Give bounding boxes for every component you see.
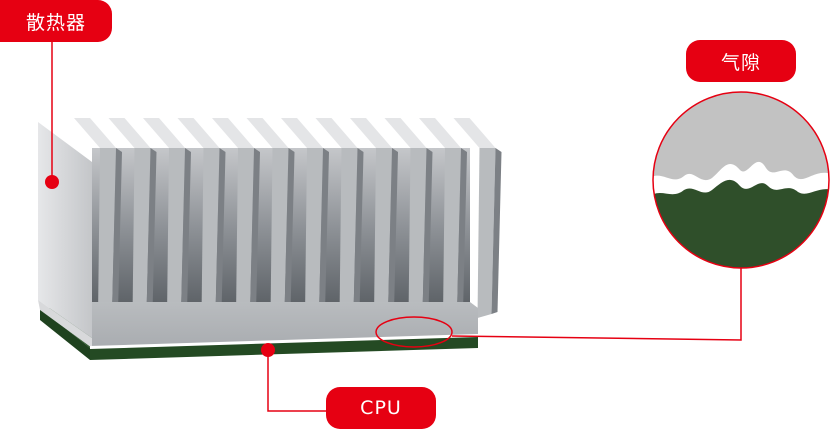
heatsink-label: 散热器 (0, 0, 112, 42)
heatsink-fin (246, 118, 295, 318)
heatsink-fin (384, 118, 433, 318)
heatsink-fin (74, 118, 122, 318)
air-gap-highlight-ellipse (375, 316, 453, 348)
air-gap-callout-line (451, 268, 742, 341)
heatsink-fin (143, 118, 191, 318)
callout-lines (51, 40, 742, 412)
heatsink-marker-dot (45, 175, 59, 189)
heatsink-fin (315, 118, 364, 318)
heatsink-end-face (38, 122, 92, 338)
heatsink-fin (453, 118, 502, 318)
heatsink-fin (281, 118, 329, 318)
heatsink-fin (350, 118, 398, 318)
heatsink-base (92, 302, 478, 348)
air-gap-magnifier (652, 91, 830, 269)
heatsink-fin (419, 118, 467, 318)
cpu-surface-zoom (653, 179, 829, 268)
cpu-label: CPU (326, 387, 436, 429)
cpu-callout-line (267, 350, 326, 412)
heatsink (38, 118, 502, 349)
thermal-interface-line (90, 334, 478, 349)
heatsink-fin (212, 118, 260, 318)
air-gap-label: 气隙 (686, 40, 796, 82)
heatsink-fin (177, 118, 226, 318)
heatsink-fins (74, 118, 502, 318)
cpu-marker-dot (261, 343, 275, 357)
heatsink-fin (108, 118, 157, 318)
